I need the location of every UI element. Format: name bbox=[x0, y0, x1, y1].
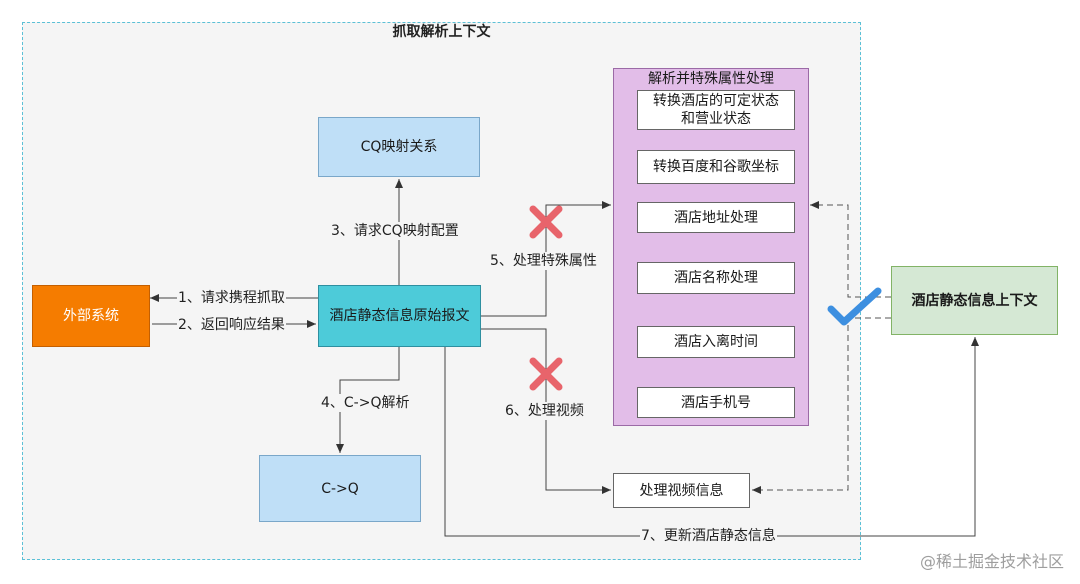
edge-label-7: 7、更新酒店静态信息 bbox=[640, 527, 777, 545]
panel-step: 酒店手机号 bbox=[637, 387, 795, 418]
frame-title: 抓取解析上下文 bbox=[392, 24, 491, 40]
panel-step: 酒店名称处理 bbox=[637, 262, 795, 294]
edge-label-5: 5、处理特殊属性 bbox=[489, 252, 598, 270]
watermark: @稀土掘金技术社区 bbox=[919, 552, 1064, 571]
edge-label-2: 2、返回响应结果 bbox=[177, 316, 286, 334]
external-system-node: 外部系统 bbox=[32, 285, 150, 347]
panel-title: 解析并特殊属性处理 bbox=[648, 71, 774, 87]
raw-message-node: 酒店静态信息原始报文 bbox=[318, 285, 481, 347]
cq-result-node: C->Q bbox=[259, 455, 421, 522]
edge-label-4: 4、C->Q解析 bbox=[320, 394, 411, 412]
edge-cq-parse bbox=[336, 347, 400, 453]
cq-mapping-node: CQ映射关系 bbox=[318, 117, 480, 177]
panel-step: 酒店地址处理 bbox=[637, 202, 795, 233]
cross-icon bbox=[529, 357, 563, 391]
static-context-node: 酒店静态信息上下文 bbox=[891, 266, 1058, 335]
panel-step: 酒店入离时间 bbox=[637, 326, 795, 358]
edge-label-6: 6、处理视频 bbox=[504, 402, 585, 420]
video-info-node: 处理视频信息 bbox=[613, 473, 750, 508]
cross-icon bbox=[529, 205, 563, 239]
edge-dashed-panel bbox=[810, 201, 891, 298]
panel-step: 转换百度和谷歌坐标 bbox=[637, 150, 795, 184]
edge-label-3: 3、请求CQ映射配置 bbox=[330, 222, 460, 240]
panel-step: 转换酒店的可定状态和营业状态 bbox=[637, 90, 795, 130]
edge-dashed-video bbox=[752, 317, 891, 494]
edge-label-1: 1、请求携程抓取 bbox=[177, 289, 286, 307]
check-icon bbox=[827, 287, 882, 326]
